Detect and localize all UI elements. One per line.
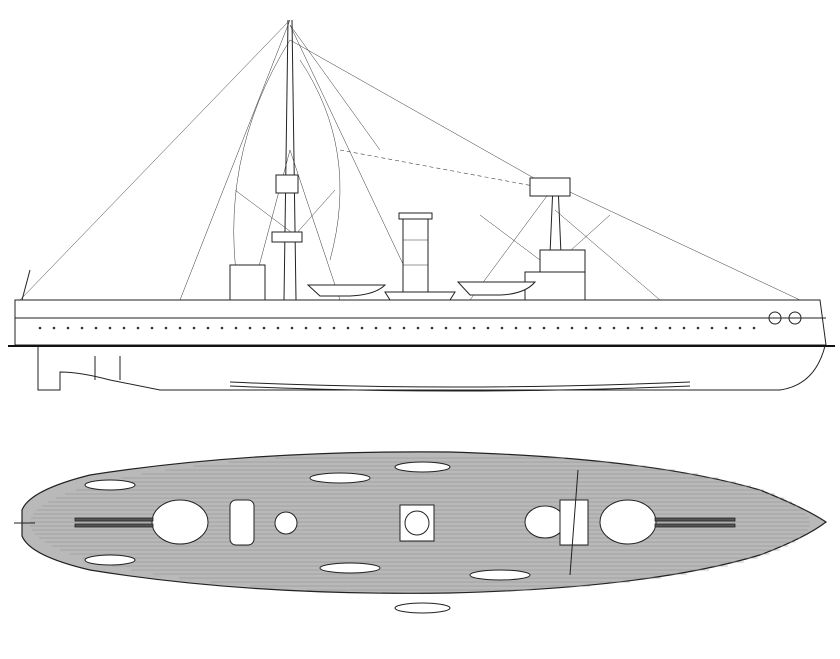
porthole [584, 326, 588, 330]
porthole [654, 326, 658, 330]
boat [394, 461, 451, 473]
aft-turret [74, 499, 209, 545]
porthole [38, 326, 42, 330]
porthole [234, 326, 238, 330]
porthole [402, 326, 406, 330]
porthole [248, 326, 252, 330]
fore-bridge [229, 264, 266, 301]
porthole [752, 326, 756, 330]
main-mast-top [274, 511, 298, 535]
wing-turret [524, 505, 566, 539]
porthole [738, 326, 742, 330]
porthole [598, 326, 602, 330]
side-profile-view [8, 19, 835, 392]
porthole [668, 326, 672, 330]
porthole [164, 326, 168, 330]
boat [309, 472, 371, 484]
porthole [542, 326, 546, 330]
boat [469, 569, 531, 581]
porthole [108, 326, 112, 330]
boats [84, 461, 531, 614]
porthole [612, 326, 616, 330]
boat [384, 291, 456, 301]
porthole [640, 326, 644, 330]
porthole [290, 326, 294, 330]
funnel-top [399, 504, 435, 542]
porthole [150, 326, 154, 330]
porthole [136, 326, 140, 330]
porthole [430, 326, 434, 330]
porthole [500, 326, 504, 330]
porthole [304, 326, 308, 330]
porthole [66, 326, 70, 330]
porthole [472, 326, 476, 330]
boat [306, 284, 387, 297]
porthole [220, 326, 224, 330]
porthole [332, 326, 336, 330]
porthole [178, 326, 182, 330]
porthole [94, 326, 98, 330]
fore-turret [599, 499, 736, 545]
porthole [682, 326, 686, 330]
porthole [80, 326, 84, 330]
hull-side [8, 269, 835, 392]
porthole [486, 326, 490, 330]
plan-view [14, 451, 828, 614]
portholes [38, 326, 756, 330]
porthole [346, 326, 350, 330]
porthole [444, 326, 448, 330]
porthole [52, 326, 56, 330]
porthole [458, 326, 462, 330]
boat [456, 281, 537, 296]
porthole [206, 326, 210, 330]
porthole [374, 326, 378, 330]
funnel [398, 212, 433, 298]
boat [84, 479, 136, 491]
porthole [514, 326, 518, 330]
porthole [556, 326, 560, 330]
boat [319, 562, 381, 574]
porthole [276, 326, 280, 330]
boat [394, 602, 451, 614]
aft-deckhouse [229, 499, 255, 546]
boat [84, 554, 136, 566]
porthole [360, 326, 364, 330]
aft-superstructure [524, 271, 586, 301]
porthole [122, 326, 126, 330]
porthole [696, 326, 700, 330]
porthole [416, 326, 420, 330]
porthole [262, 326, 266, 330]
fore-mast [271, 19, 303, 301]
porthole [626, 326, 630, 330]
porthole [388, 326, 392, 330]
porthole [318, 326, 322, 330]
porthole [570, 326, 574, 330]
porthole [724, 326, 728, 330]
porthole [192, 326, 196, 330]
porthole [710, 326, 714, 330]
porthole [528, 326, 532, 330]
